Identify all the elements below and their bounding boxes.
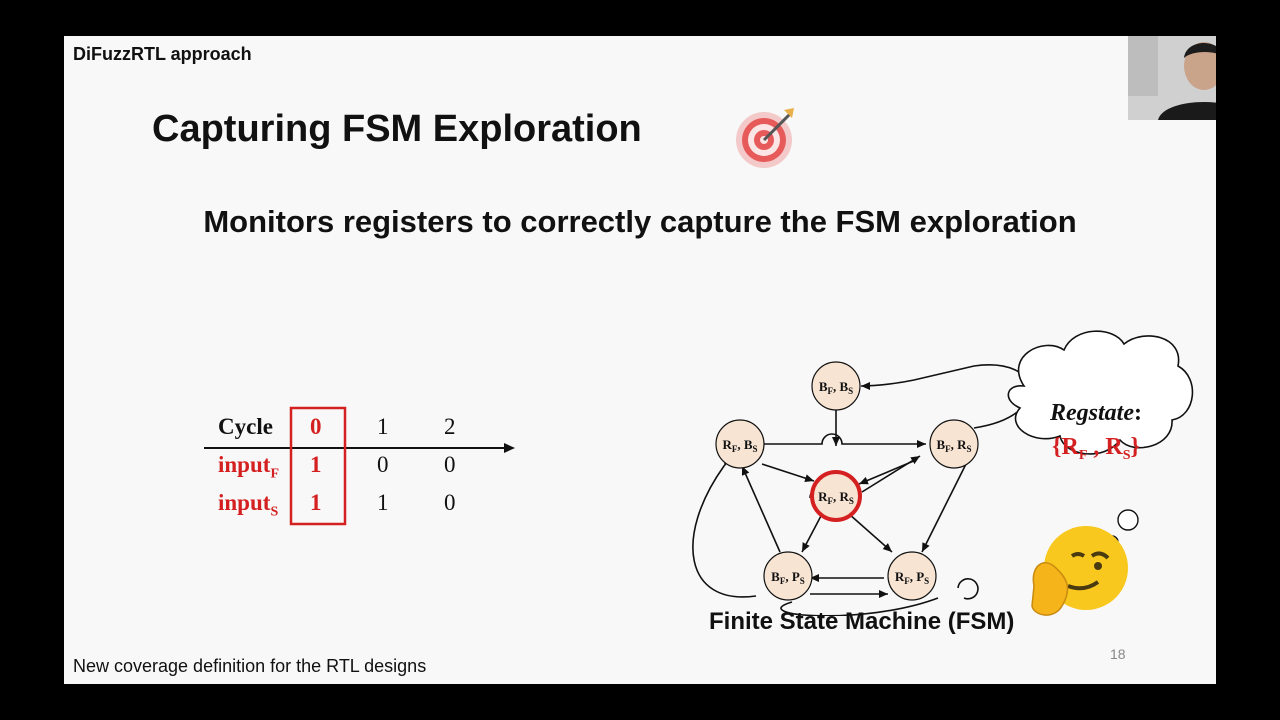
slide: DiFuzzRTL approach Capturing FSM Explora… [64,36,1216,684]
webcam-overlay [1128,36,1216,120]
cell-f-2: 0 [444,452,456,477]
svg-text:BF, RS: BF, RS [936,437,971,454]
subtitle: Monitors registers to correctly capture … [203,204,1077,239]
thought-bubble: Regstate: {RF , RS} [1007,330,1194,549]
svg-text:BF, BS: BF, BS [819,379,853,396]
state-node: BF, RS [929,419,979,469]
state-node: BF, BS [811,361,861,411]
svg-text:RF, PS: RF, PS [895,569,929,586]
section-label: DiFuzzRTL approach [73,44,252,64]
thinking-emoji-icon [1031,526,1128,616]
state-node: RF, BS [715,419,765,469]
cycle-header-0: 0 [310,414,322,439]
page-number: 18 [1110,646,1126,662]
fsm-caption: Finite State Machine (FSM) [709,608,1015,635]
cell-s-1: 1 [377,490,389,515]
cycle-header-2: 2 [444,414,456,439]
slide-title: Capturing FSM Exploration [152,108,642,150]
row-label-input-f: inputF [218,452,279,482]
fsm-edges [692,364,1032,616]
footer-note: New coverage definition for the RTL desi… [73,656,427,676]
state-node-current: RF, RS [810,470,862,522]
cycle-header-1: 1 [377,414,389,439]
svg-text:BF, PS: BF, PS [771,569,805,586]
cell-s-2: 0 [444,490,456,515]
cell-f-0: 1 [310,452,322,477]
cycle-axis [204,406,515,526]
presenter-video [1128,36,1216,120]
cycle-header-label: Cycle [218,414,273,439]
cell-f-1: 0 [377,452,389,477]
svg-text:{RF , RS}: {RF , RS} [1052,434,1140,463]
state-node: BF, PS [763,551,813,601]
svg-text:Regstate:: Regstate: [1049,400,1142,426]
svg-text:RF, BS: RF, BS [722,437,757,454]
row-label-input-s: inputS [218,490,279,520]
state-node: RF, PS [887,551,937,601]
fsm-diagram: BF, BS RF, BS BF, RS RF, RS BF, PS [692,330,1194,616]
highlight-column-box [289,406,347,526]
target-icon [736,108,794,168]
cycle-table: Cycle 0 1 2 inputF 1 0 0 inputS 1 1 0 [204,406,524,536]
cell-s-0: 1 [310,490,322,515]
svg-text:RF, RS: RF, RS [818,489,854,506]
